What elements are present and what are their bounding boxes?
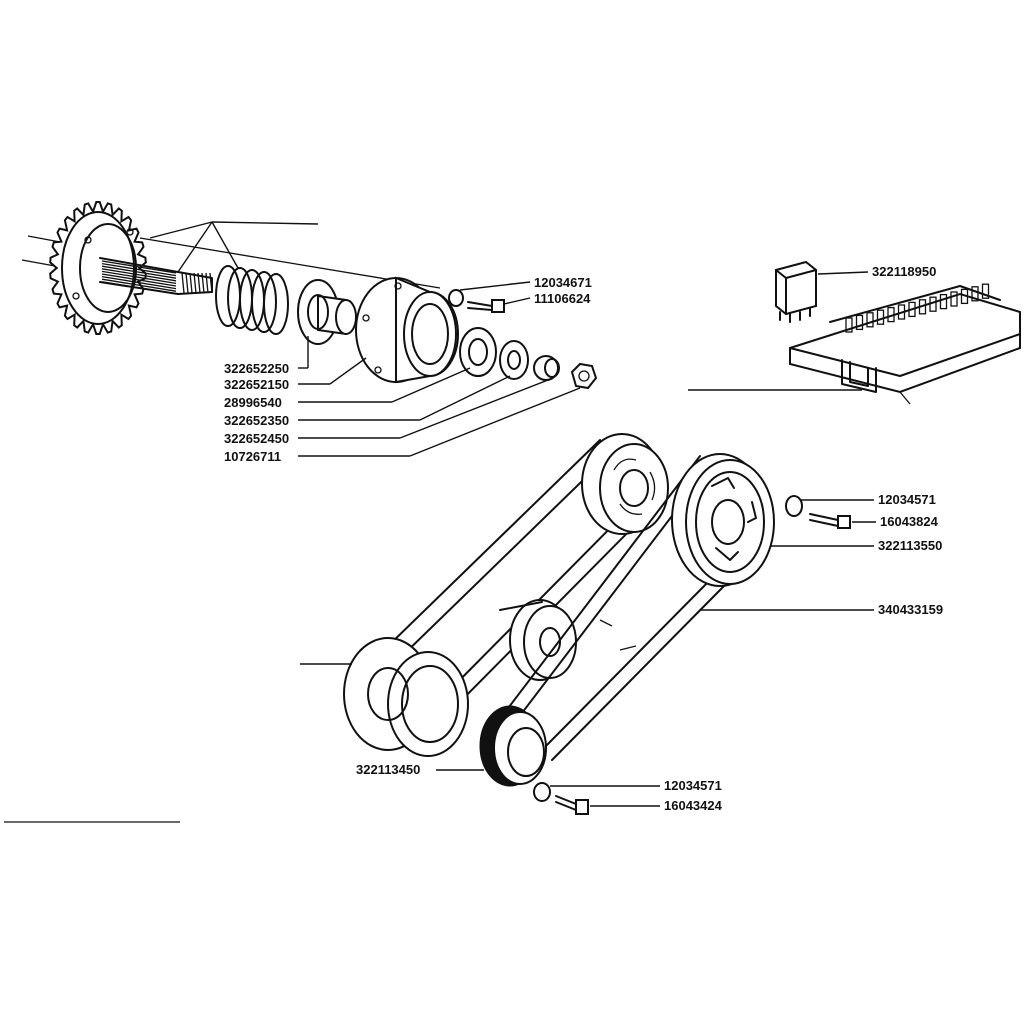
label-12034671: 12034671 [534, 275, 592, 290]
label-322113550: 322113550 [878, 538, 942, 553]
spacer-part [297, 279, 357, 345]
lower-pulley-washer [533, 782, 551, 802]
rear-upper-pulley [581, 433, 669, 535]
label-12034571-upper: 12034571 [878, 492, 936, 507]
label-322652250: 322652250 [224, 361, 289, 376]
washer-part [499, 340, 529, 380]
belt-leaders [436, 499, 876, 807]
hub-part [355, 276, 459, 384]
splined-shaft [21, 235, 213, 295]
label-322652150: 322652150 [224, 377, 289, 392]
label-322652450: 322652450 [224, 431, 289, 446]
fuse-box [789, 283, 1021, 405]
spring [215, 265, 289, 335]
lower-pulley [479, 705, 547, 787]
sleeve-part [533, 355, 560, 381]
label-28996540: 28996540 [224, 395, 282, 410]
rear-lower-pulley [343, 637, 469, 757]
upper-pulley-bolt [809, 513, 851, 529]
relay [775, 260, 817, 323]
label-16043424: 16043424 [664, 798, 723, 813]
nut-part [570, 362, 598, 390]
sprocket [49, 201, 147, 335]
rear-middle-pulley [509, 599, 577, 681]
label-10726711: 10726711 [224, 449, 281, 464]
relay-leader [817, 271, 869, 275]
label-322118950: 322118950 [872, 264, 936, 279]
label-11106624: 11106624 [534, 291, 591, 306]
small-bolt-top [467, 299, 505, 313]
bearing-part [459, 327, 497, 377]
leader-fan [149, 221, 319, 273]
small-washer-top [448, 289, 464, 307]
label-16043824: 16043824 [880, 514, 939, 529]
label-322652350: 322652350 [224, 413, 289, 428]
label-322113450: 322113450 [356, 762, 420, 777]
lower-pulley-bolt [555, 795, 589, 815]
label-340433159: 340433159 [878, 602, 943, 617]
upper-pulley-washer [785, 495, 803, 517]
upper-pulley [671, 453, 775, 587]
rear-middle-belt [499, 601, 543, 611]
shaft-leaders [298, 281, 581, 457]
label-12034571-lower: 12034571 [664, 778, 722, 793]
